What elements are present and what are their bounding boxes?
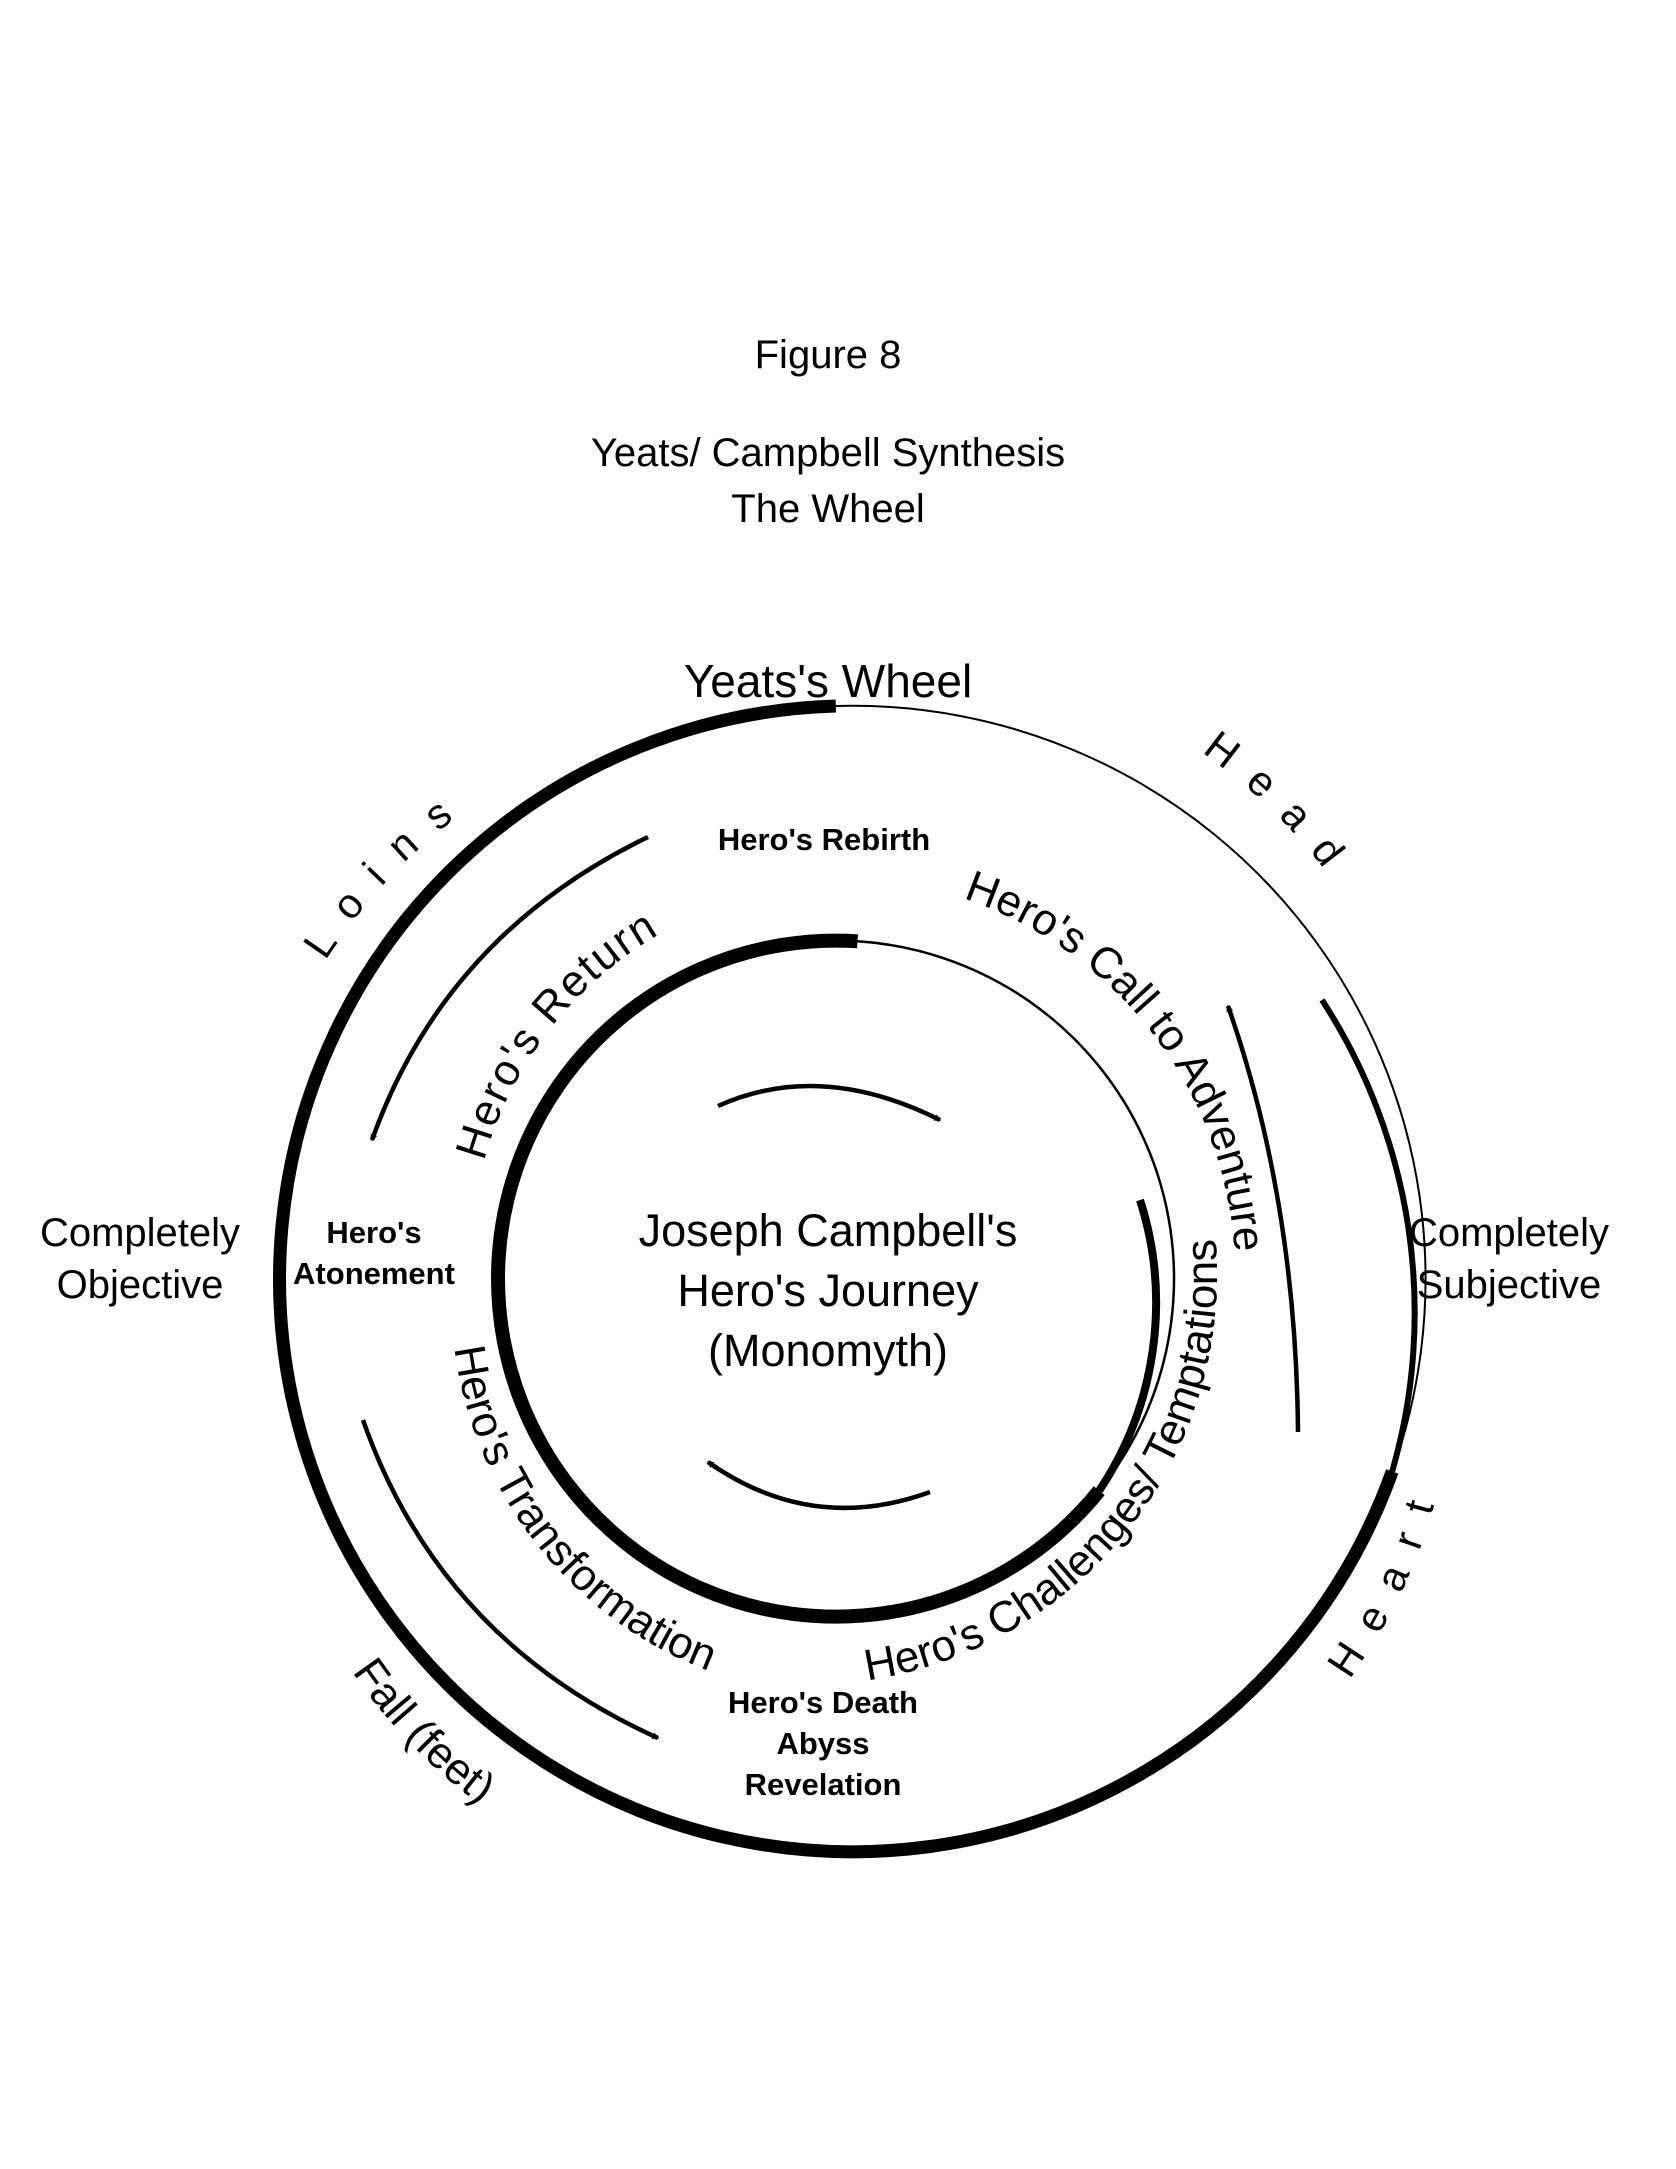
center-title-line1: Joseph Campbell's: [639, 1205, 1018, 1256]
figure-number: Figure 8: [755, 333, 902, 377]
inner-arrow-clockwise-top: [717, 1083, 942, 1123]
completely-objective-line2: Objective: [57, 1263, 224, 1307]
fall-feet-label: Fall (feet): [344, 1649, 504, 1813]
inner-arrow-clockwise-bottom: [706, 1460, 931, 1511]
outer-circle-thin-arc: [835, 704, 1427, 1472]
inner-circle-thin-arc: [857, 940, 1176, 1492]
inner-circle-thickening-right: [1095, 1198, 1161, 1493]
arrow-rebirth-to-atonement: [369, 834, 649, 1142]
completely-objective-line1: Completely: [40, 1211, 240, 1255]
heros-atonement-line1: Hero's: [326, 1215, 421, 1250]
heros-return-label: Hero's Return: [446, 900, 666, 1164]
heros-death-line3: Revelation: [745, 1767, 902, 1802]
outer-circle-thickening-right: [1319, 998, 1418, 1473]
figure-title-line2: The Wheel: [731, 487, 924, 531]
heros-death-line2: Abyss: [776, 1726, 869, 1761]
figure-title-line1: Yeats/ Campbell Synthesis: [591, 431, 1065, 475]
inner-circle-thick-arc: [491, 933, 1105, 1624]
outer-circle-thick-arc: [273, 699, 1399, 1859]
inner-arrows: [706, 1083, 942, 1511]
heros-atonement-line2: Atonement: [293, 1256, 455, 1291]
center-title-line3: (Monomyth): [708, 1325, 948, 1376]
heros-call-to-adventure-label: Hero's Call to Adventure: [959, 861, 1273, 1253]
outer-wheel: [273, 699, 1427, 1859]
arrow-atonement-to-death: [360, 1419, 660, 1741]
heros-rebirth-label: Hero's Rebirth: [718, 822, 930, 857]
yeats-wheel-label: Yeats's Wheel: [684, 655, 972, 707]
heros-death-line1: Hero's Death: [728, 1685, 918, 1720]
inner-wheel: [491, 933, 1176, 1624]
completely-subjective-line2: Subjective: [1417, 1263, 1602, 1307]
outer-arrows: [360, 834, 1301, 1741]
arrow-heart-to-head: [1225, 1004, 1301, 1433]
completely-subjective-line1: Completely: [1409, 1211, 1609, 1255]
center-title-line2: Hero's Journey: [677, 1265, 979, 1316]
head-label: Head: [1196, 722, 1368, 893]
